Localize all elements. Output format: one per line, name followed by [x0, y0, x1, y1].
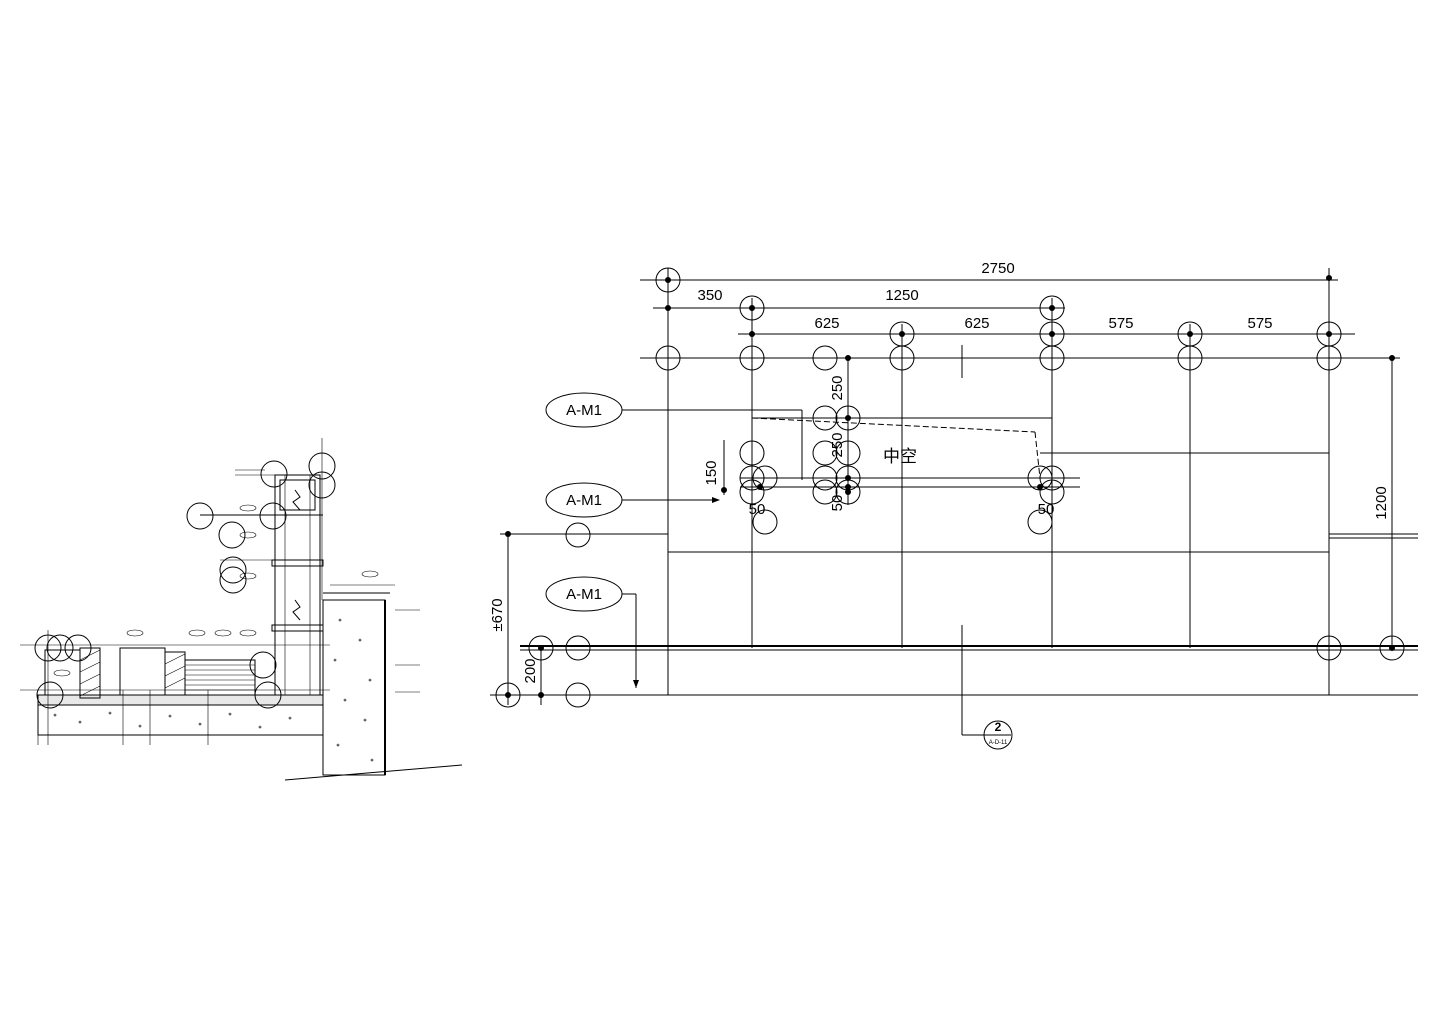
dim-vert-150: 150 — [703, 460, 720, 485]
section-symbol-sheet: A-D-11 — [989, 740, 1008, 746]
tag-label-3: A-M1 — [566, 586, 602, 603]
tag-label-1: A-M1 — [566, 402, 602, 419]
section-symbol-number: 2 — [995, 720, 1002, 734]
dim-vert-50-b: 50 — [829, 495, 846, 512]
dim-vert-50-c: 50 — [1038, 501, 1055, 518]
elevation-drawing — [490, 267, 1418, 750]
dim-segment-b: 625 — [964, 315, 989, 332]
dim-segment-mid: 1250 — [885, 287, 918, 304]
dim-segment-left: 350 — [697, 287, 722, 304]
dim-overall-width: 2750 — [981, 260, 1014, 277]
dim-vert-50-a: 50 — [749, 501, 766, 518]
section-symbol-circle — [983, 720, 1013, 750]
dim-total-height: 1200 — [1373, 486, 1390, 519]
dim-vert-200: 200 — [522, 658, 539, 683]
dim-segment-a: 625 — [814, 315, 839, 332]
dim-vert-lower: 250 — [829, 432, 846, 457]
dim-vert-upper: 250 — [829, 375, 846, 400]
dim-segment-d: 575 — [1247, 315, 1272, 332]
tag-label-2: A-M1 — [566, 492, 602, 509]
dim-segment-c: 575 — [1108, 315, 1133, 332]
dim-level: ±670 — [489, 598, 506, 631]
section-detail — [20, 438, 463, 781]
void-label: 中空 — [883, 447, 917, 467]
